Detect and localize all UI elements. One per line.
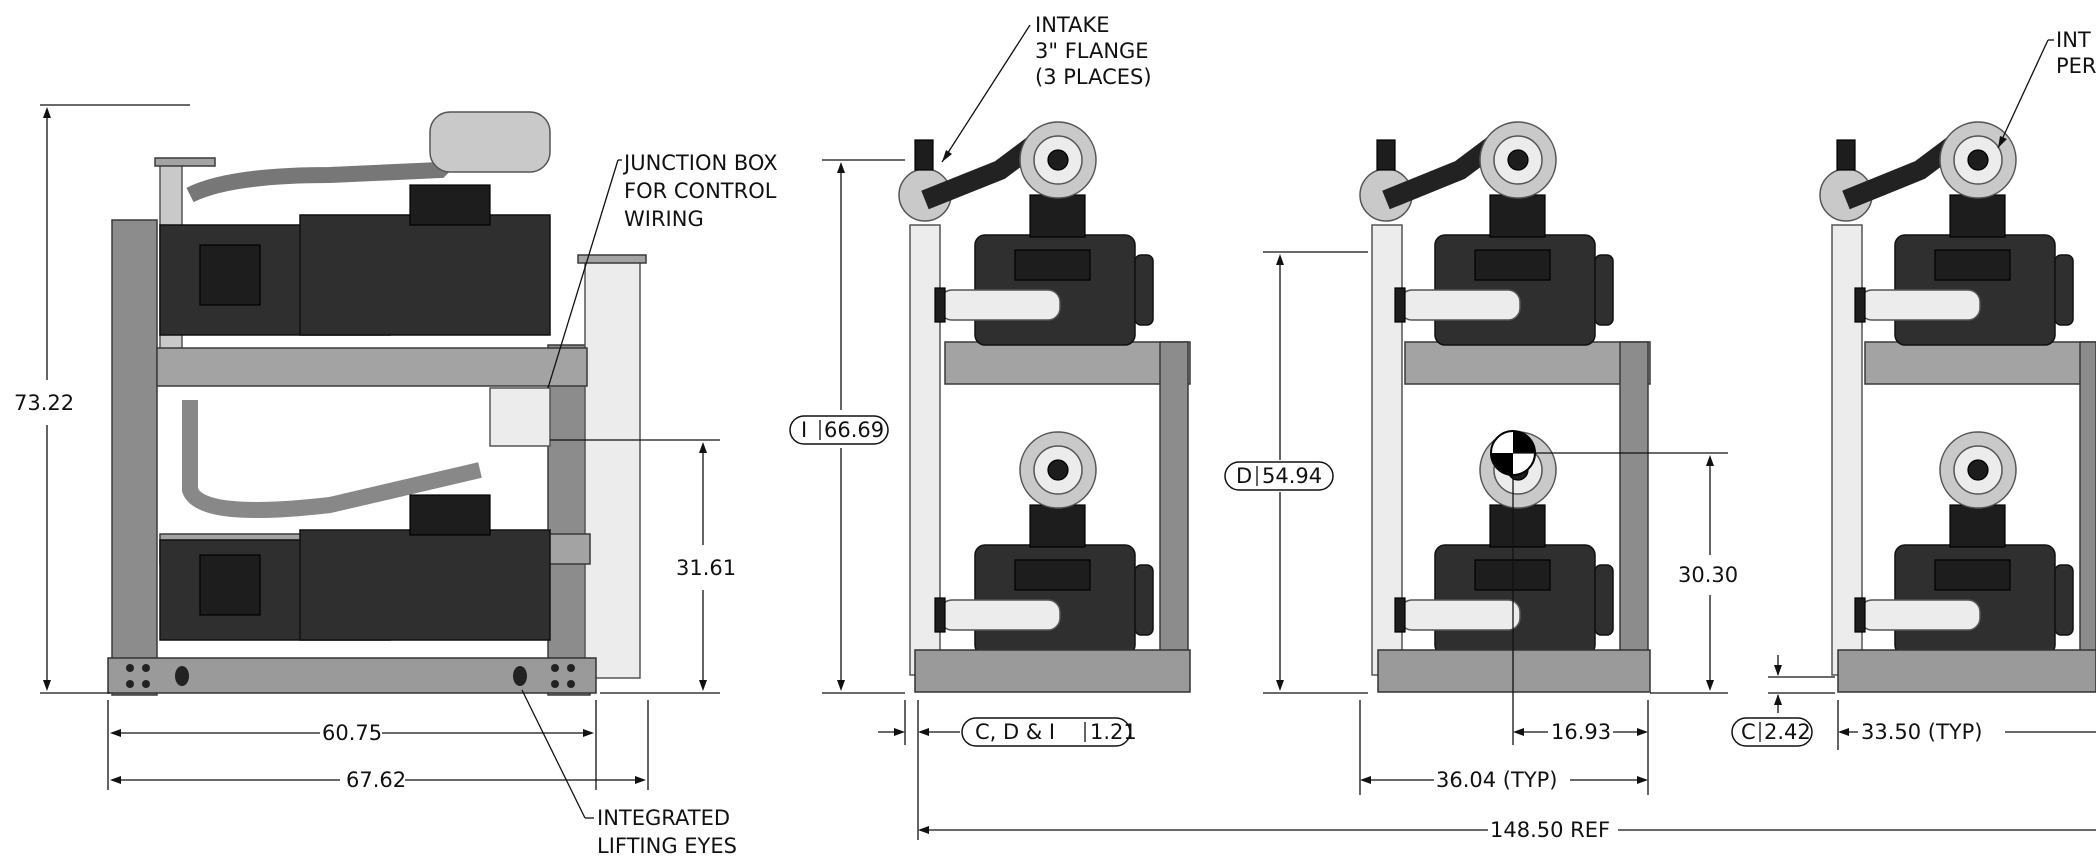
svg-text:LIFTING EYES: LIFTING EYES <box>597 834 737 856</box>
svg-text:I: I <box>801 418 807 442</box>
dim-cdi: 1.21 <box>1090 720 1137 744</box>
svg-text:C, D & I: C, D & I <box>975 720 1055 744</box>
front-view-3 <box>1819 121 2096 693</box>
dim-height-total: 73.22 <box>14 391 74 415</box>
svg-text:PER: PER <box>2056 54 2096 78</box>
intake-note-partial: INT PER <box>1997 28 2096 149</box>
overall-dimension: 148.50 REF <box>918 818 2096 842</box>
front-view-1-dimensions: I 66.69 C, D & I 1.21 <box>789 159 1137 840</box>
dim-center-offset: 16.93 <box>1551 720 1611 744</box>
dim-c: 2.42 <box>1764 720 1811 744</box>
svg-text:INT: INT <box>2056 28 2091 52</box>
dim-spacing-typ2: 33.50 (TYP) <box>1861 720 1983 744</box>
dim-width-inner: 60.75 <box>322 721 382 745</box>
svg-text:(3 PLACES): (3 PLACES) <box>1035 65 1152 89</box>
svg-text:D: D <box>1236 464 1252 488</box>
dim-junction-height: 31.61 <box>676 556 736 580</box>
front-view-1 <box>898 121 1191 693</box>
dim-inlet-i: 66.69 <box>824 418 884 442</box>
dim-width-outer: 67.62 <box>346 768 406 792</box>
front-view-2 <box>1359 121 1651 693</box>
svg-text:JUNCTION BOX: JUNCTION BOX <box>622 151 777 175</box>
front-view-3-dimensions: C 2.42 33.50 (TYP) <box>1731 655 2096 750</box>
dim-spacing-typ: 36.04 (TYP) <box>1436 768 1558 792</box>
dim-center-height: 30.30 <box>1678 563 1738 587</box>
side-view-dimensions: 73.22 60.75 67.62 31.61 <box>14 104 736 792</box>
intake-note: INTAKE 3" FLANGE (3 PLACES) <box>941 13 1152 163</box>
lifting-eyes-note: INTEGRATED LIFTING EYES <box>521 689 737 856</box>
junction-box-note: JUNCTION BOX FOR CONTROL WIRING <box>547 151 777 389</box>
svg-text:FOR CONTROL: FOR CONTROL <box>624 179 777 203</box>
svg-text:INTAKE: INTAKE <box>1035 13 1110 37</box>
front-view-2-dimensions: D 54.94 30.30 16.93 36.04 (TYP) <box>1224 251 1738 795</box>
svg-text:WIRING: WIRING <box>624 207 704 231</box>
svg-text:C: C <box>1741 720 1756 744</box>
svg-text:INTEGRATED: INTEGRATED <box>597 806 730 830</box>
dim-inlet-d: 54.94 <box>1262 464 1322 488</box>
dim-overall-ref: 148.50 REF <box>1490 818 1610 842</box>
svg-text:3" FLANGE: 3" FLANGE <box>1035 39 1149 63</box>
side-view <box>107 111 647 696</box>
